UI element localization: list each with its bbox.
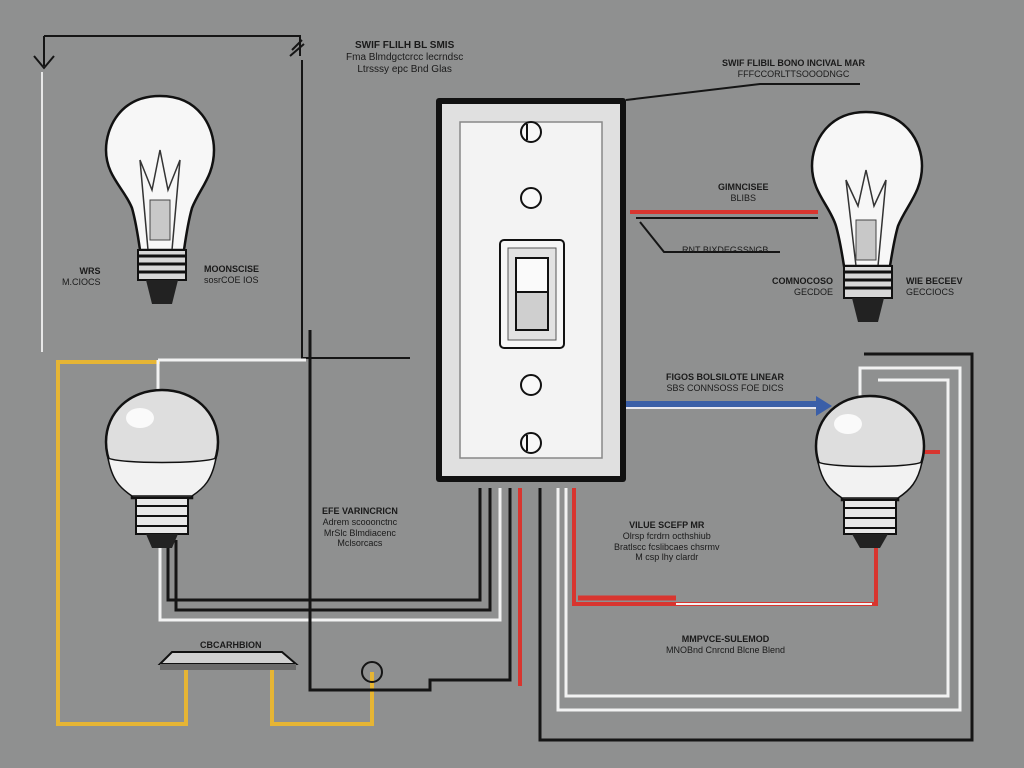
top-left-frame [33, 35, 410, 359]
top-right-bulb-wire [636, 217, 818, 253]
ground-screw [361, 661, 383, 683]
neutral-wires [156, 358, 962, 712]
led-bulb-bottom-left [104, 388, 220, 548]
ground-wire [56, 360, 374, 726]
wall-switch [436, 98, 626, 482]
incandescent-bulb-top-left [104, 94, 216, 304]
bottom-left-label: CBCARHBION [200, 640, 262, 650]
led-bulb-bottom-right [814, 394, 926, 548]
incandescent-bulb-top-right [810, 110, 924, 322]
line-wires [166, 330, 974, 742]
bulb-tr-line-label: RNT BIXDEGSSNGB [682, 245, 769, 255]
top-right-leader [625, 83, 860, 101]
blue-wire [626, 396, 832, 416]
junction-strip [157, 651, 299, 670]
